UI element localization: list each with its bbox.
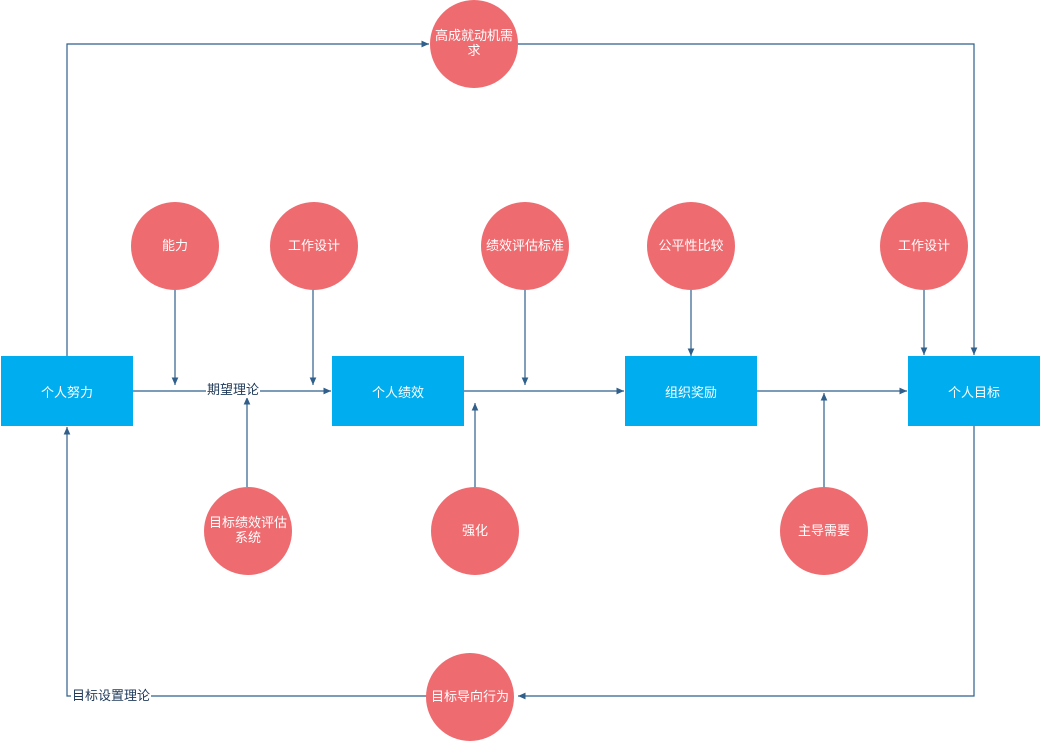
factor-goal-behavior-label: 目标导向行为 <box>430 689 509 705</box>
edge-effort-to-motivation <box>66 40 429 356</box>
factor-objective-appraisal-label: 目标绩效评估系统 <box>208 516 287 546</box>
node-goal-label: 个人目标 <box>947 385 1000 401</box>
node-reward: 组织奖励 <box>625 356 757 426</box>
factor-goal-behavior: 目标导向行为 <box>426 653 514 741</box>
factor-ability: 能力 <box>131 202 219 290</box>
edge-label-expectancy: 期望理论 <box>206 383 261 398</box>
edge-motivation-to-goal <box>517 43 978 355</box>
node-goal: 个人目标 <box>908 356 1040 426</box>
factor-job-design-1-label: 工作设计 <box>287 238 340 254</box>
factor-perf-criteria: 绩效评估标准 <box>481 202 569 290</box>
edge-goal-behavior-to-effort <box>63 427 430 697</box>
factor-job-design-1: 工作设计 <box>270 202 358 290</box>
factor-ability-label: 能力 <box>161 238 188 254</box>
node-effort: 个人努力 <box>1 356 133 426</box>
edge-label-goal-setting: 目标设置理论 <box>71 689 152 704</box>
factor-high-motivation: 高成就动机需求 <box>430 0 518 88</box>
edge-goal-to-goal-behavior <box>518 426 975 700</box>
factor-dominant-needs-label: 主导需要 <box>797 523 850 539</box>
node-effort-label: 个人努力 <box>40 385 93 401</box>
factor-equity: 公平性比较 <box>647 202 735 290</box>
node-reward-label: 组织奖励 <box>664 385 717 401</box>
factor-high-motivation-label: 高成就动机需求 <box>434 29 513 59</box>
factor-job-design-2-label: 工作设计 <box>897 238 950 254</box>
node-performance: 个人绩效 <box>332 356 464 426</box>
factor-perf-criteria-label: 绩效评估标准 <box>485 238 564 254</box>
factor-reinforcement: 强化 <box>431 487 519 575</box>
factor-equity-label: 公平性比较 <box>658 238 724 254</box>
node-performance-label: 个人绩效 <box>371 385 424 401</box>
factor-reinforcement-label: 强化 <box>461 523 488 539</box>
factor-dominant-needs: 主导需要 <box>780 487 868 575</box>
factor-objective-appraisal: 目标绩效评估系统 <box>204 487 292 575</box>
factor-job-design-2: 工作设计 <box>880 202 968 290</box>
